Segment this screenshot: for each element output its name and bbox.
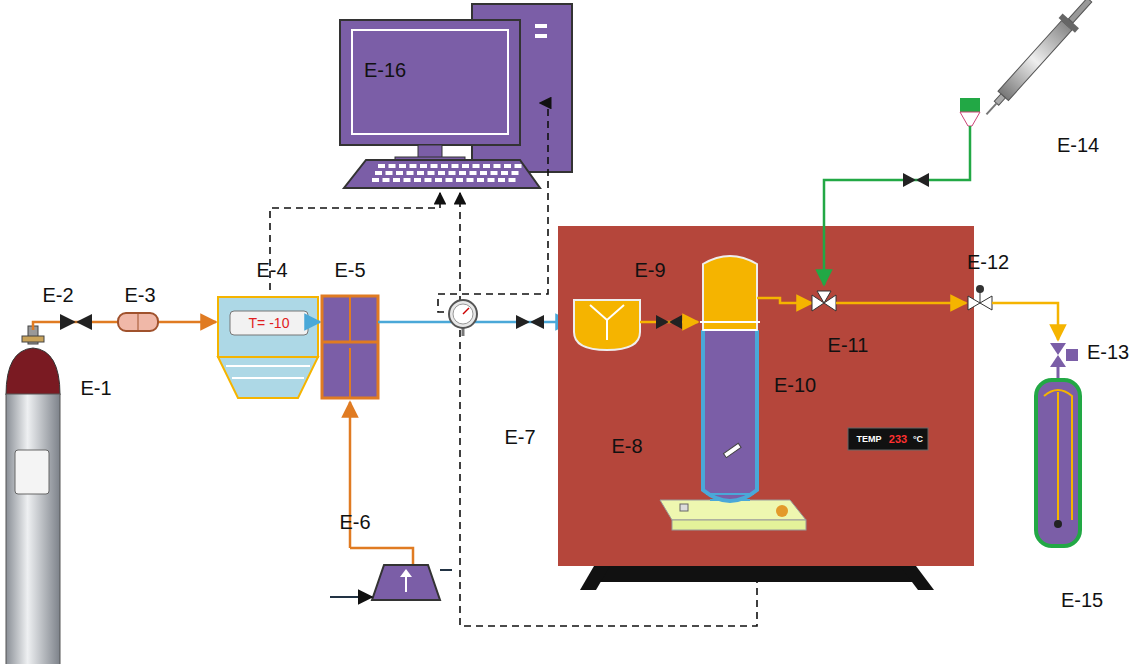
- pressure-gauge: [449, 300, 477, 336]
- valve: [516, 315, 544, 329]
- equipment-label: E-14: [1057, 135, 1099, 155]
- display-text: TEMP: [856, 435, 881, 444]
- valve: [903, 173, 929, 187]
- equipment-label: E-4: [256, 260, 287, 280]
- computer: [340, 4, 572, 188]
- valve: [60, 314, 92, 330]
- display-text: 233: [889, 434, 907, 445]
- reactor: [700, 256, 760, 501]
- equipment-label: E-11: [828, 335, 869, 355]
- co2-cylinder: [6, 326, 60, 664]
- valve: [656, 315, 682, 329]
- filter: [118, 313, 158, 331]
- three-way-valve: [812, 291, 836, 311]
- stirrer-hotplate: [660, 500, 806, 530]
- oven: [558, 226, 974, 566]
- equipment-label: E-10: [774, 375, 816, 395]
- equipment-label: E-12: [967, 252, 1009, 272]
- equipment-label: E-13: [1087, 342, 1129, 362]
- temperature-display: [848, 428, 928, 450]
- equipment-label: E-7: [504, 427, 535, 447]
- equipment-label: E-16: [364, 60, 406, 80]
- equipment-label: E-6: [339, 512, 370, 532]
- equipment-label: E-2: [42, 285, 73, 305]
- back-pressure-regulator: [968, 285, 992, 310]
- collection-vessel: [574, 300, 640, 350]
- equipment-label: E-5: [334, 260, 365, 280]
- pump: [322, 296, 378, 398]
- equipment-label: E-9: [634, 260, 665, 280]
- display-text: T= -10: [249, 316, 290, 330]
- equipment-label: E-3: [124, 285, 155, 305]
- collection-cylinder: [1036, 343, 1080, 546]
- equipment-label: E-1: [80, 378, 111, 398]
- chiller: [218, 297, 318, 398]
- equipment-label: E-8: [611, 436, 642, 456]
- feed-pump: [330, 565, 452, 600]
- syringe-pump: [960, 0, 1098, 126]
- equipment-label: E-15: [1061, 590, 1103, 610]
- display-text: °C: [913, 435, 923, 444]
- oven-stand: [580, 566, 934, 590]
